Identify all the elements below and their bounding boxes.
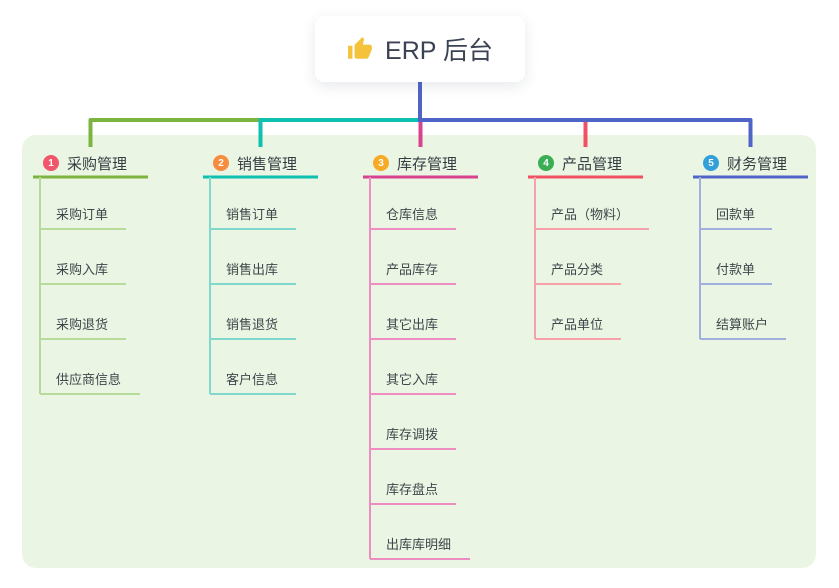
branch-2-item-1[interactable]: 销售订单	[226, 207, 279, 222]
branch-4-item-1[interactable]: 产品（物料）	[551, 207, 630, 222]
branch-1-number-badge: 1	[43, 155, 59, 171]
branch-4-heading-label: 产品管理	[562, 155, 623, 173]
branch-3-heading-label: 库存管理	[397, 155, 458, 173]
branch-1-item-3[interactable]: 采购退货	[56, 317, 109, 332]
branch-2-heading[interactable]: 2 销售管理	[213, 151, 297, 175]
branch-4-heading[interactable]: 4 产品管理	[538, 151, 622, 175]
branch-2-heading-label: 销售管理	[237, 155, 298, 173]
root-label: ERP 后台	[385, 37, 493, 65]
branch-5-heading-label: 财务管理	[727, 155, 788, 173]
branch-3-item-6[interactable]: 库存盘点	[386, 482, 439, 497]
thumbs-up-icon	[347, 36, 373, 62]
branch-3-item-5[interactable]: 库存调拨	[386, 427, 439, 442]
branches-panel	[22, 135, 816, 568]
branch-1-heading-label: 采购管理	[67, 155, 128, 173]
branch-2-item-2[interactable]: 销售出库	[226, 262, 279, 277]
branch-3-heading[interactable]: 3 库存管理	[373, 151, 457, 175]
branch-3-item-2[interactable]: 产品库存	[386, 262, 439, 277]
branch-5-heading[interactable]: 5 财务管理	[703, 151, 787, 175]
branch-2-number-badge: 2	[213, 155, 229, 171]
branch-5-item-2[interactable]: 付款单	[716, 262, 756, 277]
branch-5-item-1[interactable]: 回款单	[716, 207, 756, 222]
root-node[interactable]: ERP 后台	[315, 16, 525, 82]
branch-3-item-3[interactable]: 其它出库	[386, 317, 439, 332]
branch-4-number-badge: 4	[538, 155, 554, 171]
branch-3-item-1[interactable]: 仓库信息	[386, 207, 439, 222]
branch-1-item-1[interactable]: 采购订单	[56, 207, 109, 222]
branch-3-item-7[interactable]: 出库库明细	[386, 537, 452, 552]
branch-5-item-3[interactable]: 结算账户	[716, 317, 769, 332]
branch-4-item-2[interactable]: 产品分类	[551, 262, 604, 277]
branch-2-item-4[interactable]: 客户信息	[226, 372, 279, 387]
branch-1-heading[interactable]: 1 采购管理	[43, 151, 127, 175]
branch-1-item-4[interactable]: 供应商信息	[56, 372, 122, 387]
branch-2-item-3[interactable]: 销售退货	[226, 317, 279, 332]
branch-5-number-badge: 5	[703, 155, 719, 171]
branch-4-item-3[interactable]: 产品单位	[551, 317, 604, 332]
branch-1-item-2[interactable]: 采购入库	[56, 262, 109, 277]
branch-3-item-4[interactable]: 其它入库	[386, 372, 439, 387]
branch-3-number-badge: 3	[373, 155, 389, 171]
